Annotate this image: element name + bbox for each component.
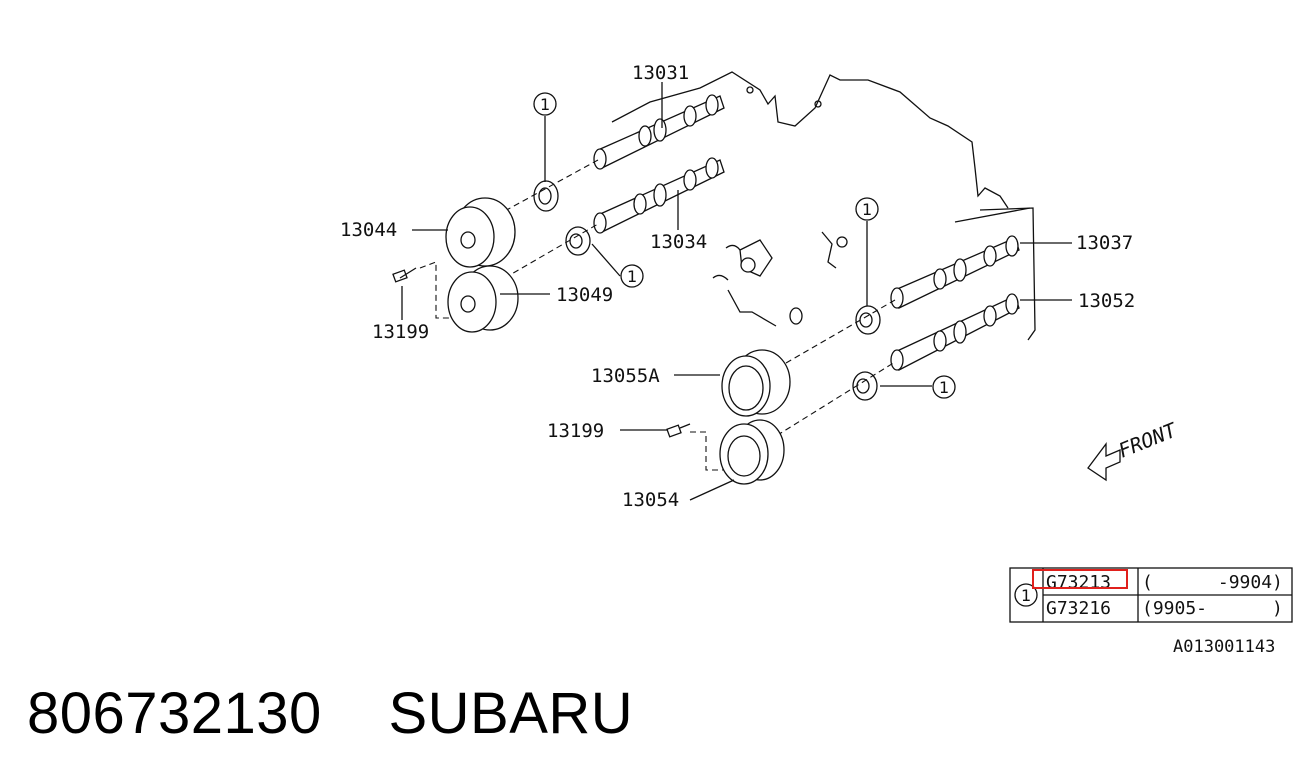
cam-sprocket-13049 [447,265,519,333]
callout-1-c: 1 [855,197,879,221]
label-13054: 13054 [622,489,679,511]
cam-sprocket-13044 [445,197,516,268]
part-number: 806732130 [27,681,322,746]
front-label: FRONT [1115,417,1182,463]
svg-text:1: 1 [627,267,637,286]
brand-name: SUBARU [388,681,634,746]
oil-seal-upper-1 [533,180,559,212]
label-13044: 13044 [340,219,397,241]
legend-highlight-box [1032,569,1128,589]
bolt-13199-upper [392,267,417,283]
cam-sprocket-13054 [719,419,785,485]
leader-lines [401,82,1072,501]
parts-legend-table: 1 G73213 ( -9904) G73216 (9905- ) [1009,567,1293,623]
cam-sprocket-13055A [721,349,791,417]
bolt-13199-lower [666,423,691,438]
callout-1-a: 1 [533,92,557,116]
oil-seal-lower-2 [852,371,878,401]
oil-seal-upper-2 [565,226,591,256]
label-13037: 13037 [1076,232,1133,254]
front-arrow: FRONT [1087,417,1182,482]
footer: 806732130 SUBARU [27,680,633,747]
diagram-code: A013001143 [1173,637,1275,657]
camshaft-13031 [593,94,725,170]
cylinder-head-outline [611,71,1036,341]
camshaft-13037 [890,235,1020,309]
camshaft-13034 [593,157,725,234]
label-13199-upper: 13199 [372,321,429,343]
label-13199-lower: 13199 [547,420,604,442]
label-13049: 13049 [556,284,613,306]
label-13052: 13052 [1078,290,1135,312]
callout-1-b: 1 [620,264,644,288]
legend-range-2: (9905- ) [1142,598,1283,619]
legend-part-1: G73213 [1046,572,1111,593]
label-13031: 13031 [632,62,689,84]
label-13034: 13034 [650,231,707,253]
valve-mechanism-parts [712,231,848,327]
legend-part-2: G73216 [1046,598,1111,619]
camshaft-13052 [890,293,1020,371]
legend-ref: 1 [1021,586,1031,605]
svg-text:1: 1 [540,95,550,114]
svg-text:1: 1 [939,378,949,397]
callout-1-d: 1 [932,375,956,399]
svg-text:1: 1 [862,200,872,219]
label-13055A: 13055A [591,365,660,387]
legend-range-1: ( -9904) [1142,572,1283,593]
